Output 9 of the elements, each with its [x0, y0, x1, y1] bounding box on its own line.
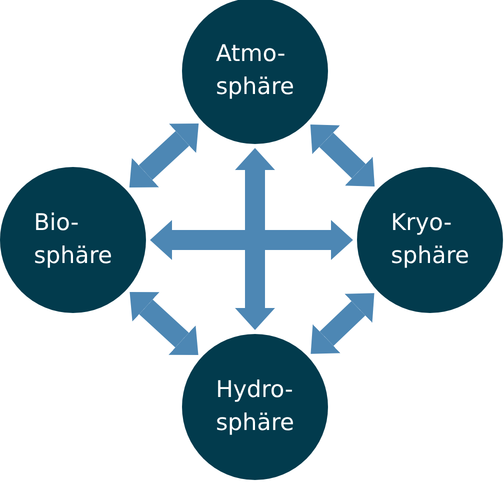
double-arrow	[310, 124, 375, 186]
double-arrow	[150, 220, 353, 260]
node-label: Atmo- sphäre	[216, 40, 294, 102]
node-label: Hydro- sphäre	[216, 376, 294, 438]
node-label: Kryo- sphäre	[390, 209, 470, 271]
node-label: Bio- sphäre	[34, 209, 112, 271]
double-arrow	[310, 293, 374, 354]
double-arrow	[235, 148, 275, 330]
double-arrow	[129, 123, 199, 188]
